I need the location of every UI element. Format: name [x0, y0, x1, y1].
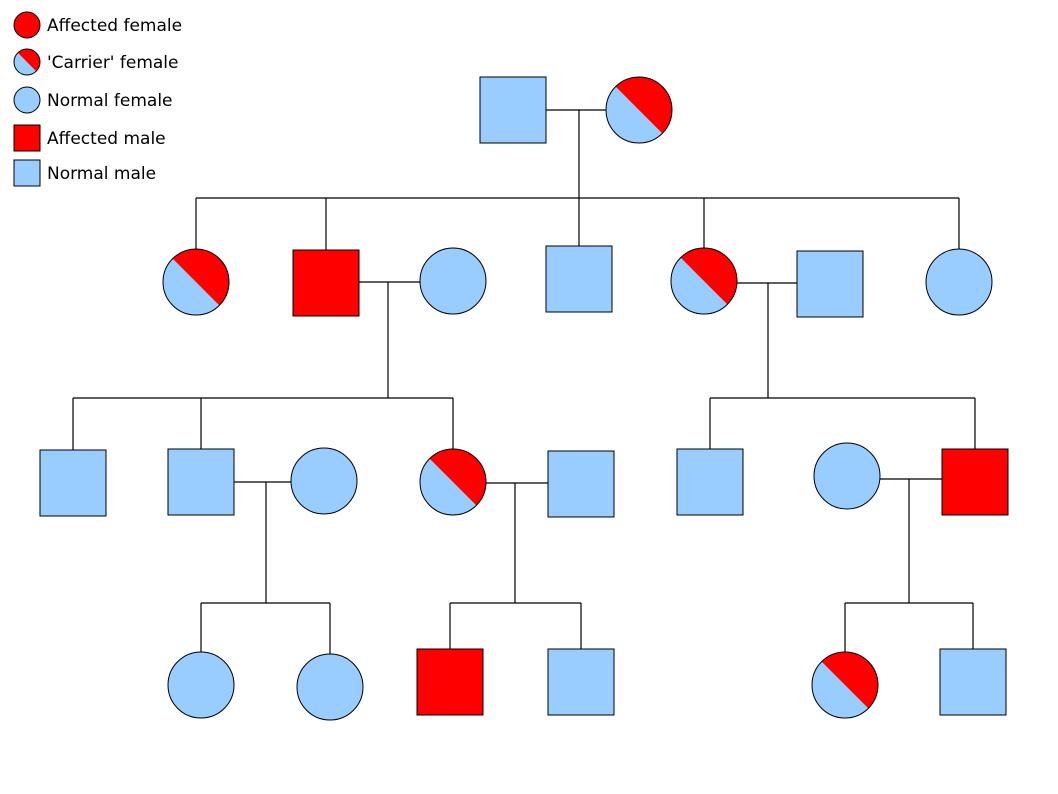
legend-label: 'Carrier' female — [47, 53, 179, 73]
legend-affected-male-symbol — [13, 124, 41, 152]
family-5-lines — [449, 482, 582, 649]
normal-male-g4-m2 — [547, 648, 615, 716]
legend-normal-male-symbol — [13, 159, 41, 187]
carrier-female-g1-f1 — [605, 76, 673, 144]
affected-male-g3-m5 — [941, 448, 1009, 516]
family-1-lines — [195, 109, 960, 250]
normal-female-g4-f2 — [296, 653, 364, 721]
normal-female-g3-f3 — [813, 442, 881, 510]
legend-label: Affected male — [47, 129, 166, 149]
legend-item-affected-female: Affected female — [13, 11, 182, 39]
legend-item-normal-male: Normal male — [13, 159, 156, 187]
legend-label: Affected female — [47, 16, 182, 36]
legend-label: Normal female — [47, 91, 173, 111]
family-2-lines — [72, 281, 454, 450]
family-4-lines — [200, 481, 331, 654]
legend-normal-female-symbol — [13, 86, 41, 114]
affected-male-g2-m1 — [292, 249, 360, 317]
carrier-female-g2-f1 — [162, 248, 230, 316]
pedigree-individuals — [39, 76, 1009, 721]
carrier-female-g4-f3 — [811, 651, 879, 719]
normal-male-g3-m2 — [167, 448, 235, 516]
family-3-lines — [709, 282, 976, 449]
legend-carrier-female-symbol — [13, 48, 41, 76]
relationship-lines — [72, 109, 976, 654]
normal-male-g2-m2 — [545, 245, 613, 313]
carrier-female-g3-f2 — [419, 448, 487, 516]
family-6-lines — [844, 478, 974, 652]
normal-male-g4-m3 — [939, 648, 1007, 716]
legend-label: Normal male — [47, 164, 156, 184]
normal-male-g2-m3 — [796, 250, 864, 318]
legend-item-normal-female: Normal female — [13, 86, 173, 114]
normal-male-g3-m1 — [39, 449, 107, 517]
legend-affected-female-symbol — [13, 11, 41, 39]
normal-female-g2-f4 — [925, 248, 993, 316]
normal-male-g1-m1 — [479, 76, 547, 144]
legend-item-carrier-female: 'Carrier' female — [13, 48, 179, 76]
carrier-female-g2-f3 — [670, 247, 738, 315]
normal-male-g3-m3 — [547, 450, 615, 518]
normal-male-g3-m4 — [676, 448, 744, 516]
legend-item-affected-male: Affected male — [13, 124, 166, 152]
normal-female-g4-f1 — [167, 651, 235, 719]
normal-female-g3-f1 — [290, 447, 358, 515]
affected-male-g4-m1 — [416, 648, 484, 716]
normal-female-g2-f2 — [419, 247, 487, 315]
